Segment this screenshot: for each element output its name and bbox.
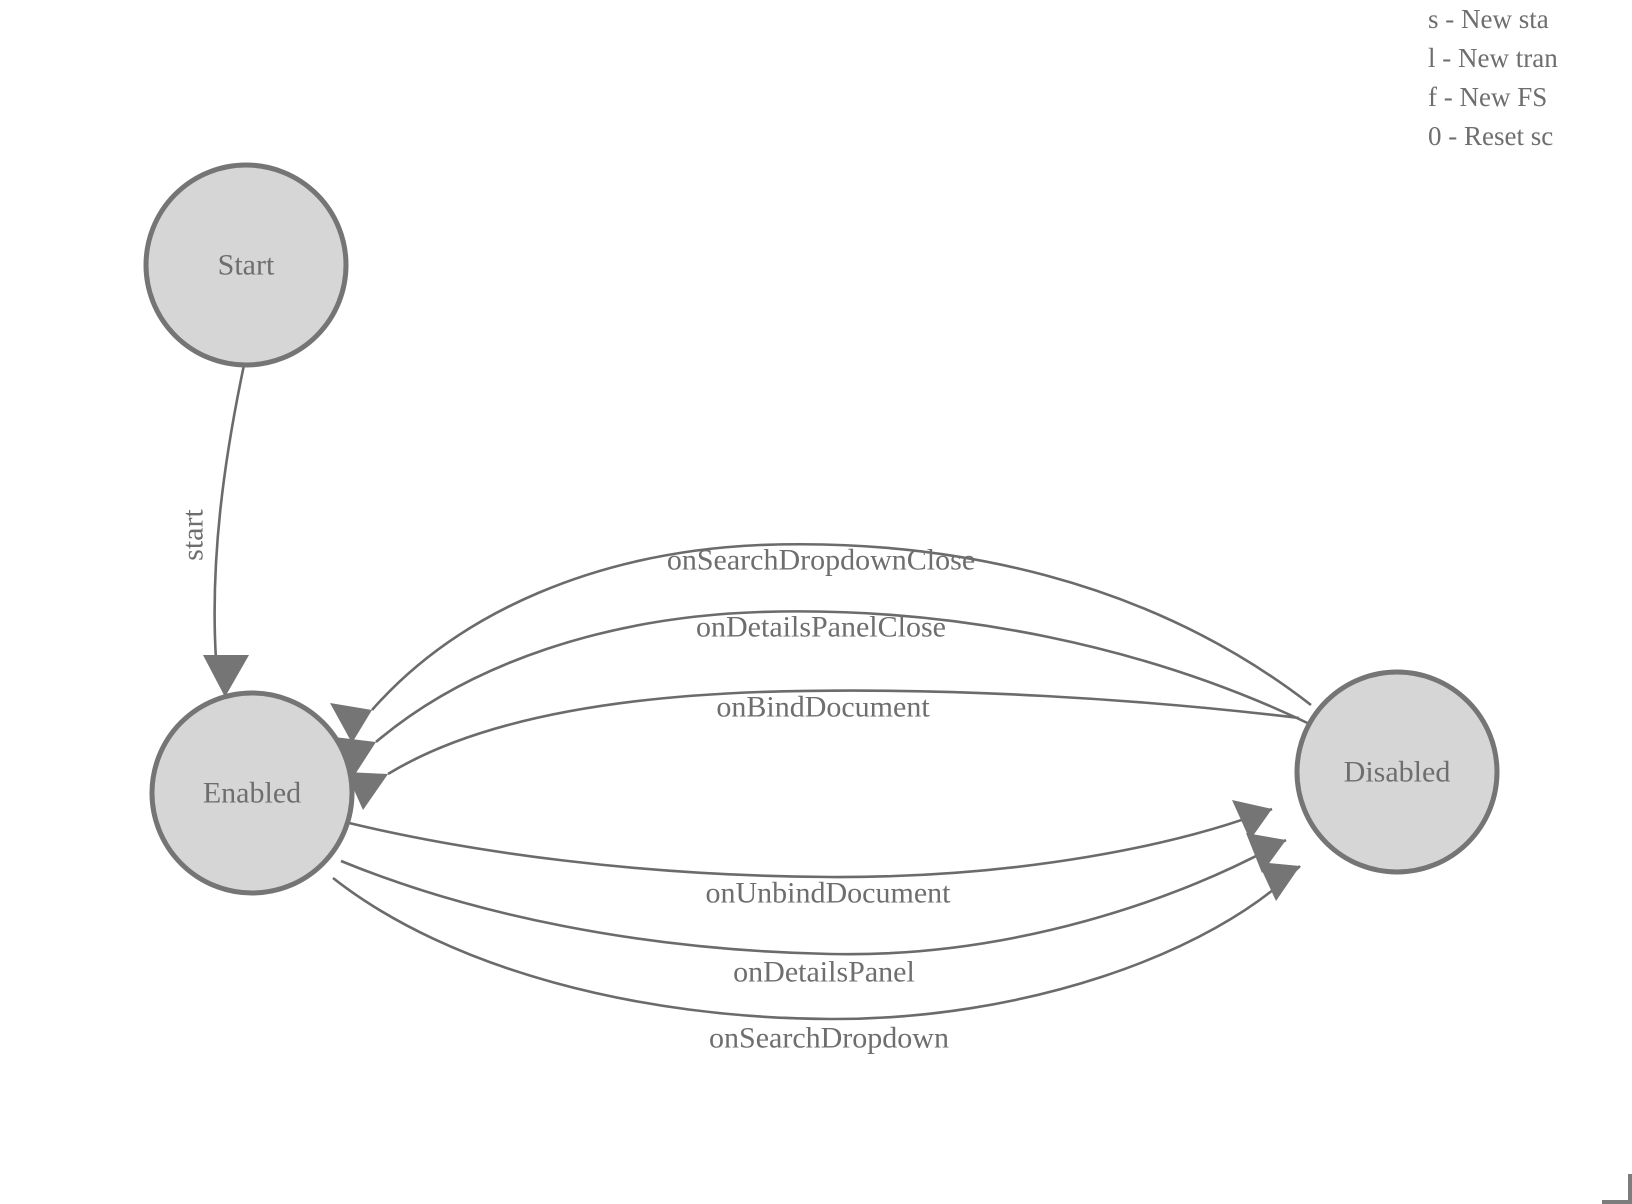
transition-path <box>213 364 246 661</box>
arrowhead-icon <box>203 655 249 697</box>
transition-onDetailsPanel[interactable] <box>340 833 1287 956</box>
transition-path <box>332 865 1301 1021</box>
transition-onUnbindDocument[interactable] <box>348 800 1273 879</box>
transition-onSearchDropdown[interactable] <box>332 862 1301 1021</box>
legend-item-new-transition: l - New tran <box>1428 43 1558 73</box>
arrowhead-icon <box>330 703 372 743</box>
arrowhead-icon <box>1246 833 1286 873</box>
transition-label-onUnbindDocument: onUnbindDocument <box>706 877 952 910</box>
edge-group-enabled-to-disabled <box>332 800 1301 1021</box>
legend-item-new-fsm: f - New FS <box>1428 82 1548 112</box>
arrowhead-icon <box>1232 800 1272 840</box>
transition-path <box>375 610 1323 743</box>
node-circle <box>1294 669 1500 875</box>
window-corner-frame <box>1602 1174 1632 1204</box>
node-enabled[interactable]: Enabled <box>149 690 355 896</box>
legend-item-reset: 0 - Reset sc <box>1428 121 1554 151</box>
shortcut-legend: s - New sta l - New tran f - New FS 0 - … <box>1428 0 1632 156</box>
edge-group-disabled-to-enabled <box>330 542 1323 810</box>
transition-label-onBindDocument: onBindDocument <box>716 691 930 724</box>
transition-path <box>387 689 1300 776</box>
node-disabled[interactable]: Disabled <box>1294 669 1500 875</box>
transition-path <box>348 807 1273 879</box>
node-circle <box>149 690 355 896</box>
legend-item-new-state: s - New sta <box>1428 4 1549 34</box>
node-circle <box>143 162 349 368</box>
transition-onSearchDropdownClose[interactable] <box>330 542 1312 743</box>
transition-label-onSearchDropdownClose: onSearchDropdownClose <box>667 544 975 577</box>
arrowhead-icon <box>334 737 376 776</box>
node-label: Start <box>218 249 275 282</box>
transition-start[interactable] <box>203 364 249 697</box>
transition-label-onDetailsPanel: onDetailsPanel <box>733 956 915 989</box>
transition-path <box>340 838 1287 956</box>
transition-path <box>371 542 1312 711</box>
transition-onBindDocument[interactable] <box>346 689 1300 810</box>
transition-onDetailsPanelClose[interactable] <box>334 610 1323 776</box>
node-start[interactable]: Start <box>143 162 349 368</box>
transition-label-onDetailsPanelClose: onDetailsPanelClose <box>696 611 946 644</box>
transition-label-onSearchDropdown: onSearchDropdown <box>709 1022 949 1055</box>
node-label: Enabled <box>203 777 301 810</box>
arrowhead-icon <box>1258 862 1300 901</box>
node-label: Disabled <box>1344 756 1451 789</box>
transition-label-start: start <box>177 509 210 561</box>
arrowhead-icon <box>346 772 388 810</box>
